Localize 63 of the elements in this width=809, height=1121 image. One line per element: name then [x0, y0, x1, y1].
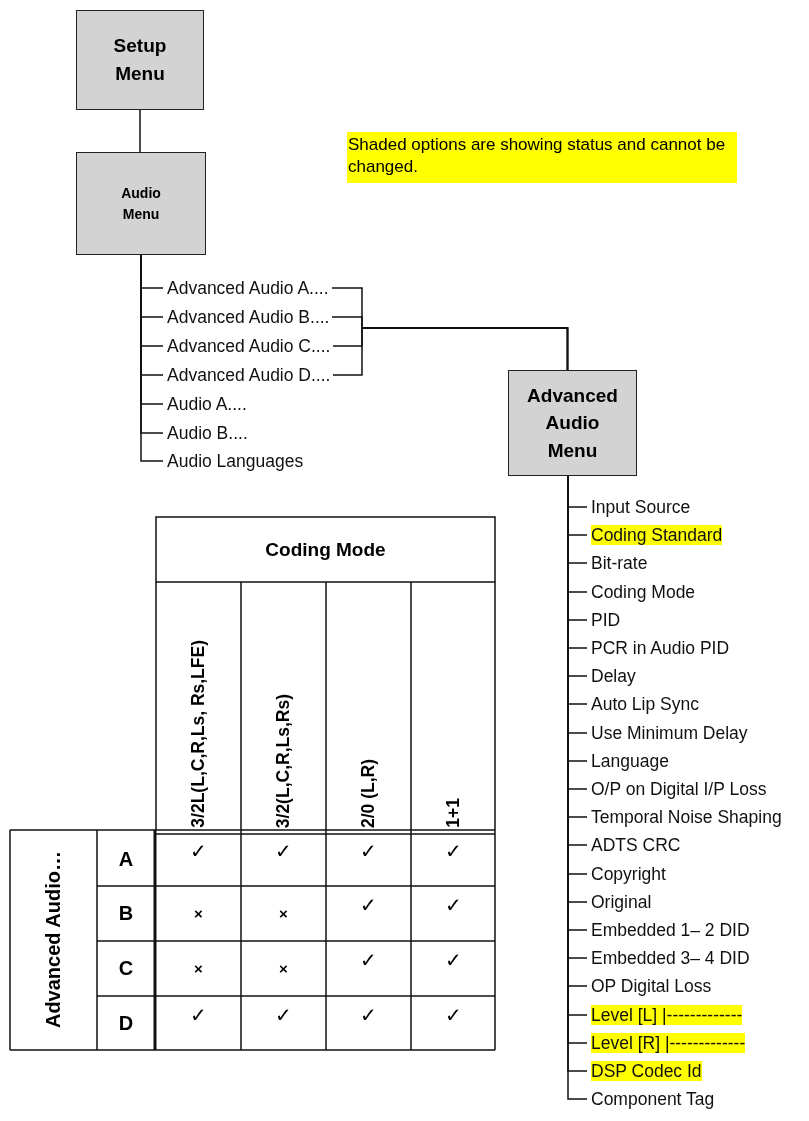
menu-item: Copyright: [591, 863, 666, 884]
check-mark: ✓: [445, 839, 462, 863]
menu-title: Advanced Audio Menu: [526, 383, 619, 463]
menu-item: PCR in Audio PID: [591, 638, 730, 658]
connector-line: [139, 109, 141, 153]
column-header: 2/0 (L,R): [358, 758, 379, 828]
menu-box: [76, 10, 204, 110]
menu-item: PID: [591, 609, 621, 630]
menu-item: Embedded 1– 2 DID: [591, 920, 750, 940]
menu-title: Audio Menu: [120, 184, 162, 224]
menu-item: Component Tag: [591, 1089, 715, 1110]
row-header: C: [118, 957, 134, 980]
note: Shaded options are showing status and cannot be changed.: [347, 134, 727, 178]
cross-mark: ×: [279, 904, 288, 923]
column-header: 3/2L(L,C,R,Ls, Rs,LFE): [188, 640, 209, 828]
menu-item: Delay: [591, 666, 636, 687]
status-menu-item: DSP Codec Id: [591, 1061, 702, 1081]
check-mark: ✓: [445, 894, 462, 917]
status-menu-item: Level [R] |-------------: [591, 1032, 746, 1053]
menu-item: Audio B....: [167, 422, 248, 443]
menu-item: Language: [591, 750, 669, 771]
check-mark: ✓: [275, 839, 292, 863]
column-header: 3/2(L,C,R,Ls,Rs): [273, 693, 294, 828]
menu-item: Embedded 3– 4 DID: [591, 948, 750, 969]
check-mark: ✓: [190, 1003, 207, 1027]
menu-item: Advanced Audio C....: [167, 335, 331, 356]
check-mark: ✓: [190, 839, 207, 863]
check-mark: ✓: [275, 1003, 292, 1027]
menu-item: Audio A....: [167, 393, 247, 414]
menu-item: Advanced Audio B....: [167, 306, 330, 327]
check-mark: ✓: [445, 949, 462, 972]
status-menu-item: Level [L] |-------------: [591, 1004, 743, 1025]
row-header: D: [118, 1011, 134, 1035]
menu-item: Advanced Audio A....: [167, 278, 329, 298]
check-mark: ✓: [360, 894, 377, 917]
menu-item: Advanced Audio D....: [167, 364, 331, 385]
row-header: A: [118, 847, 134, 871]
cross-mark: ×: [279, 959, 288, 978]
cross-mark: ×: [194, 904, 203, 923]
menu-item: Auto Lip Sync: [591, 694, 699, 715]
menu-item: Temporal Noise Shaping: [591, 807, 782, 828]
row-group-header: Advanced Audio…: [42, 851, 65, 1029]
column-header: 1+1: [443, 798, 464, 828]
menu-item: Audio Languages: [167, 451, 304, 472]
menu-title: Setup Menu: [112, 34, 168, 86]
menu-item: O/P on Digital I/P Loss: [591, 779, 767, 799]
cross-mark: ×: [194, 959, 203, 978]
menu-item: OP Digital Loss: [591, 976, 712, 997]
menu-item: Use Minimum Delay: [591, 722, 748, 743]
menu-item: Coding Mode: [591, 581, 696, 602]
check-mark: ✓: [360, 949, 377, 972]
menu-item: ADTS CRC: [591, 835, 681, 856]
row-header: B: [118, 902, 134, 925]
menu-box: [508, 370, 637, 476]
check-mark: ✓: [360, 839, 377, 863]
menu-item: Bit-rate: [591, 553, 648, 574]
menu-item: Original: [591, 891, 652, 912]
status-menu-item: Coding Standard: [591, 525, 723, 546]
menu-box: [76, 152, 206, 255]
menu-item: Input Source: [591, 497, 691, 517]
table-title: Coding Mode: [265, 538, 386, 561]
check-mark: ✓: [360, 1003, 377, 1027]
check-mark: ✓: [445, 1003, 462, 1027]
